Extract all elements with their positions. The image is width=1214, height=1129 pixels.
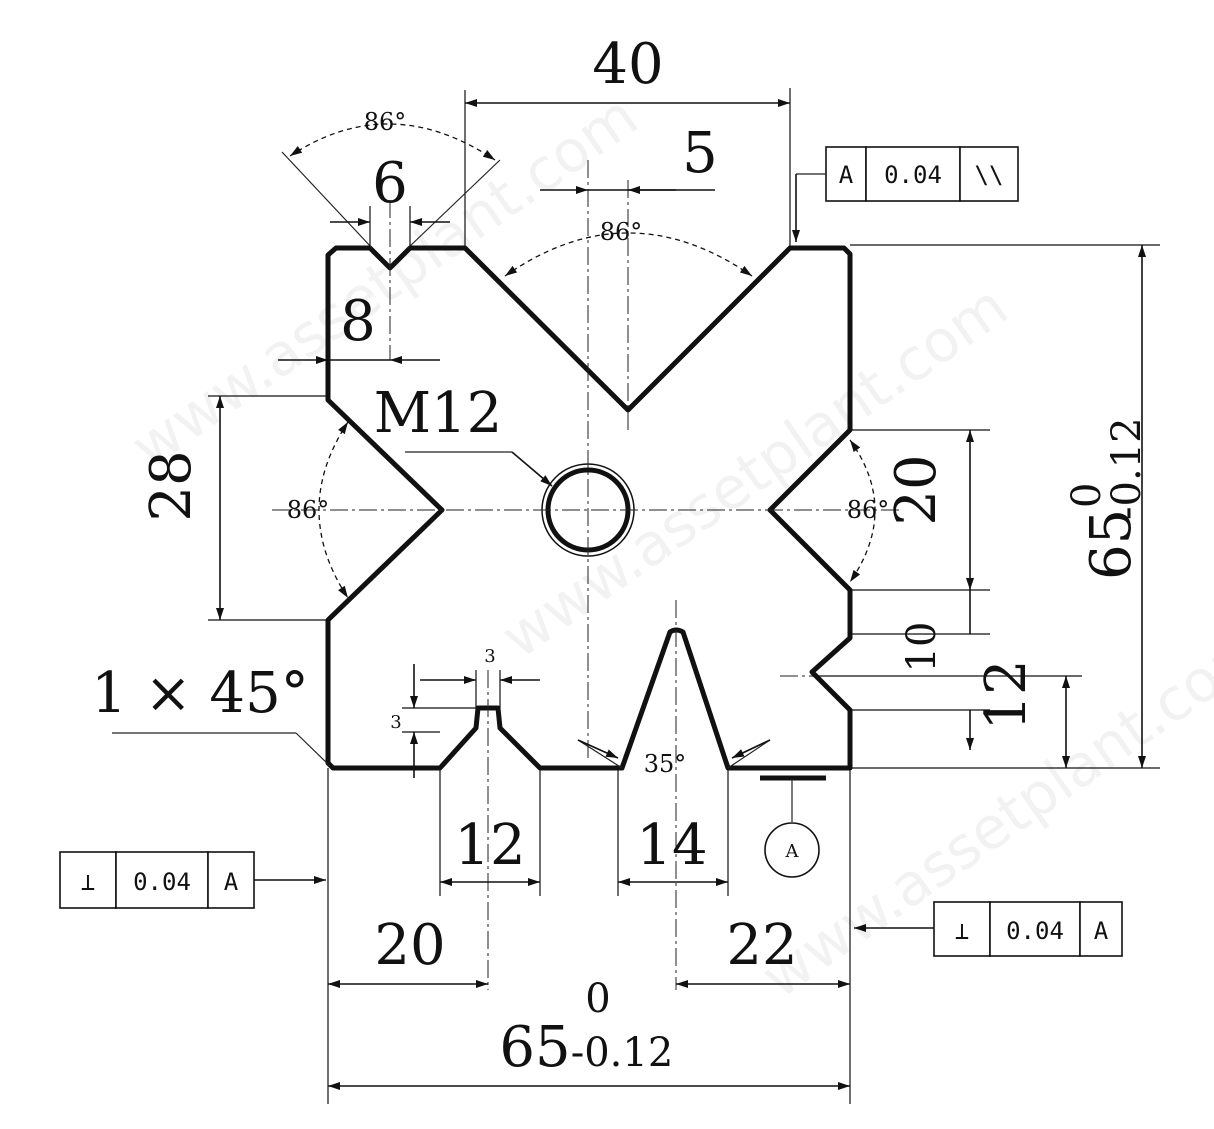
svg-text:3: 3	[484, 646, 495, 667]
svg-text:1 × 45°: 1 × 45°	[91, 661, 308, 726]
svg-text:12: 12	[974, 659, 1039, 730]
angle-top-main: 86°	[504, 218, 753, 277]
dim-overall-width: 65 0 -0.12	[328, 976, 850, 1090]
svg-text:28: 28	[139, 450, 204, 521]
fcf-perpendicularity-right: ⊥ 0.04 A	[854, 901, 1123, 957]
svg-text:0.04: 0.04	[884, 161, 942, 189]
svg-text:A: A	[224, 868, 239, 896]
chamfer-callout: 1 × 45°	[91, 661, 331, 767]
dim-bottom-14: 14	[617, 768, 729, 896]
svg-text:40: 40	[592, 32, 663, 97]
svg-text:3: 3	[390, 712, 401, 733]
svg-text:-0.12: -0.12	[571, 1030, 674, 1076]
dim-left-span: 28	[139, 395, 328, 621]
svg-text:0.04: 0.04	[1006, 917, 1064, 945]
dim-top-offset: 5	[540, 121, 718, 194]
svg-text:5: 5	[682, 121, 718, 186]
dim-bottom-20: 20	[327, 768, 488, 1104]
svg-text:8: 8	[340, 289, 376, 354]
svg-text:10: 10	[899, 622, 945, 673]
svg-text:0.04: 0.04	[133, 868, 191, 896]
fcf-perpendicularity-left: ⊥ 0.04 A	[59, 851, 326, 909]
dim-overall-height: 65 0 -0.12	[850, 244, 1160, 768]
svg-text:⊥: ⊥	[955, 917, 969, 945]
angle-top-small: 86°	[281, 108, 501, 249]
svg-text:86°: 86°	[364, 108, 407, 136]
svg-text:65: 65	[499, 1015, 570, 1080]
svg-text:⊥: ⊥	[81, 868, 95, 896]
dim-bottom-22: 22	[676, 768, 851, 1104]
svg-text:A: A	[785, 841, 800, 862]
dim-bottom-slot: 3	[420, 646, 540, 708]
svg-text:M12: M12	[374, 381, 503, 446]
svg-text:22: 22	[726, 913, 797, 978]
fcf-parallelism: A 0.04 \\	[792, 146, 1019, 242]
svg-text:A: A	[1094, 917, 1109, 945]
thread-callout: M12	[374, 381, 553, 487]
svg-text:\\: \\	[975, 161, 1004, 189]
svg-text:86°: 86°	[600, 218, 643, 246]
angle-bottom: 35°	[577, 739, 771, 778]
svg-text:20: 20	[374, 913, 445, 978]
part-outline	[325, 245, 853, 771]
svg-text:6: 6	[372, 151, 408, 216]
dim-small-v-width: 6	[330, 151, 450, 248]
dim-top-width: 40	[464, 32, 791, 248]
dim-right-small-a: 10	[850, 590, 990, 672]
dim-right-span: 20	[850, 429, 990, 591]
dim-bottom-slot-depth: 3	[390, 664, 476, 778]
svg-text:65: 65	[1079, 509, 1144, 580]
svg-text:0: 0	[1064, 483, 1110, 508]
svg-text:-0.12: -0.12	[1104, 417, 1150, 520]
dim-bottom-12: 12	[439, 768, 541, 896]
svg-text:A: A	[839, 161, 854, 189]
svg-text:0: 0	[585, 976, 610, 1022]
svg-text:86°: 86°	[287, 496, 330, 524]
dim-small-v-offset: 8	[278, 289, 440, 364]
svg-text:35°: 35°	[644, 750, 687, 778]
angle-left: 86°	[287, 421, 349, 599]
dim-right-small-b: 12	[812, 659, 1160, 769]
datum-a: A	[760, 775, 826, 878]
svg-text:20: 20	[884, 454, 949, 525]
svg-text:86°: 86°	[847, 496, 890, 524]
svg-text:12: 12	[454, 813, 525, 878]
angle-right: 86°	[847, 439, 890, 583]
svg-text:14: 14	[636, 813, 707, 878]
